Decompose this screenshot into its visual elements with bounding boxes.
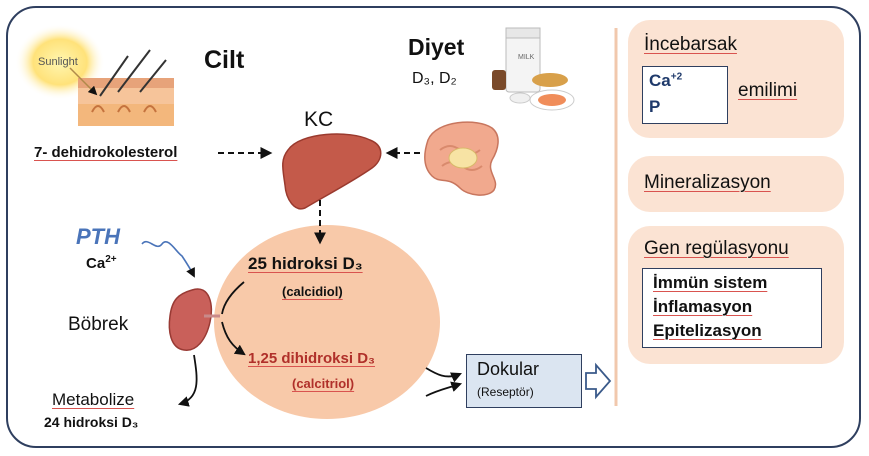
sunlight-label: Sunlight [38, 56, 78, 68]
effects-arrow [585, 362, 612, 400]
calcitriol-to-tissue-arrow-2 [425, 381, 463, 397]
intestine-panel: İncebarsak Ca+2 P emilimi [628, 20, 844, 138]
ion-phosphate: P [649, 97, 661, 116]
kidney-label: Böbrek [68, 314, 129, 335]
intestine-illustration [424, 121, 499, 196]
kidney-illustration [168, 288, 220, 351]
pth-arrow [141, 240, 195, 278]
tissue-label: Dokular [477, 359, 540, 379]
diagram-frame [6, 6, 861, 448]
hormone-circle [214, 225, 440, 419]
calcidiol-alias: (calcidiol) [282, 284, 343, 299]
kidney-to-metabolite-arrow [177, 354, 198, 407]
precursor-label: 7- dehidrokolesterol [34, 144, 178, 161]
kidney-to-calcitriol-arrow [221, 321, 246, 356]
calcidiol-to-kidney-line [221, 281, 245, 315]
gene-regulation-title: Gen regülasyonu [644, 238, 789, 259]
liver-illustration [282, 133, 382, 210]
gene-target-item: İmmün sistem [653, 273, 768, 292]
intestine-title: İncebarsak [644, 34, 737, 55]
gene-targets-box: İmmün sistem İnflamasyon Epitelizasyon [642, 268, 822, 348]
gene-target-item: Epitelizasyon [653, 321, 762, 340]
diet-illustration [492, 27, 575, 111]
pth-label: PTH [76, 224, 120, 249]
milk-label: MILK [518, 54, 535, 61]
diet-vitamins: D₃, D₂ [412, 70, 457, 87]
skin-title: Cilt [204, 46, 245, 74]
calcitriol-to-tissue-arrow-1 [425, 367, 462, 383]
ion-calcium: Ca+2 [649, 71, 683, 90]
metabolize-label: Metabolize [52, 390, 135, 409]
receptor-label: (Reseptör) [477, 385, 534, 399]
calcitriol-alias: (calcitriol) [292, 376, 355, 391]
metabolite-label: 24 hidroksi D₃ [44, 414, 139, 430]
ion-box: Ca+2 P [642, 66, 728, 124]
calcium-label: Ca2+ [86, 254, 117, 272]
skin-illustration [15, 24, 174, 126]
mineralization-title: Mineralizasyon [644, 172, 771, 193]
tissue-box: Dokular (Reseptör) [466, 354, 582, 408]
liver-label: KC [304, 108, 334, 131]
gene-regulation-panel: Gen regülasyonu İmmün sistem İnflamasyon… [628, 226, 844, 364]
mineralization-panel: Mineralizasyon [628, 156, 844, 212]
gene-target-item: İnflamasyon [653, 297, 753, 316]
absorption-label: emilimi [738, 80, 798, 101]
diet-title: Diyet [408, 34, 465, 60]
calcidiol-name: 25 hidroksi D₃ [248, 254, 363, 273]
calcitriol-name: 1,25 dihidroksi D₃ [248, 350, 375, 367]
